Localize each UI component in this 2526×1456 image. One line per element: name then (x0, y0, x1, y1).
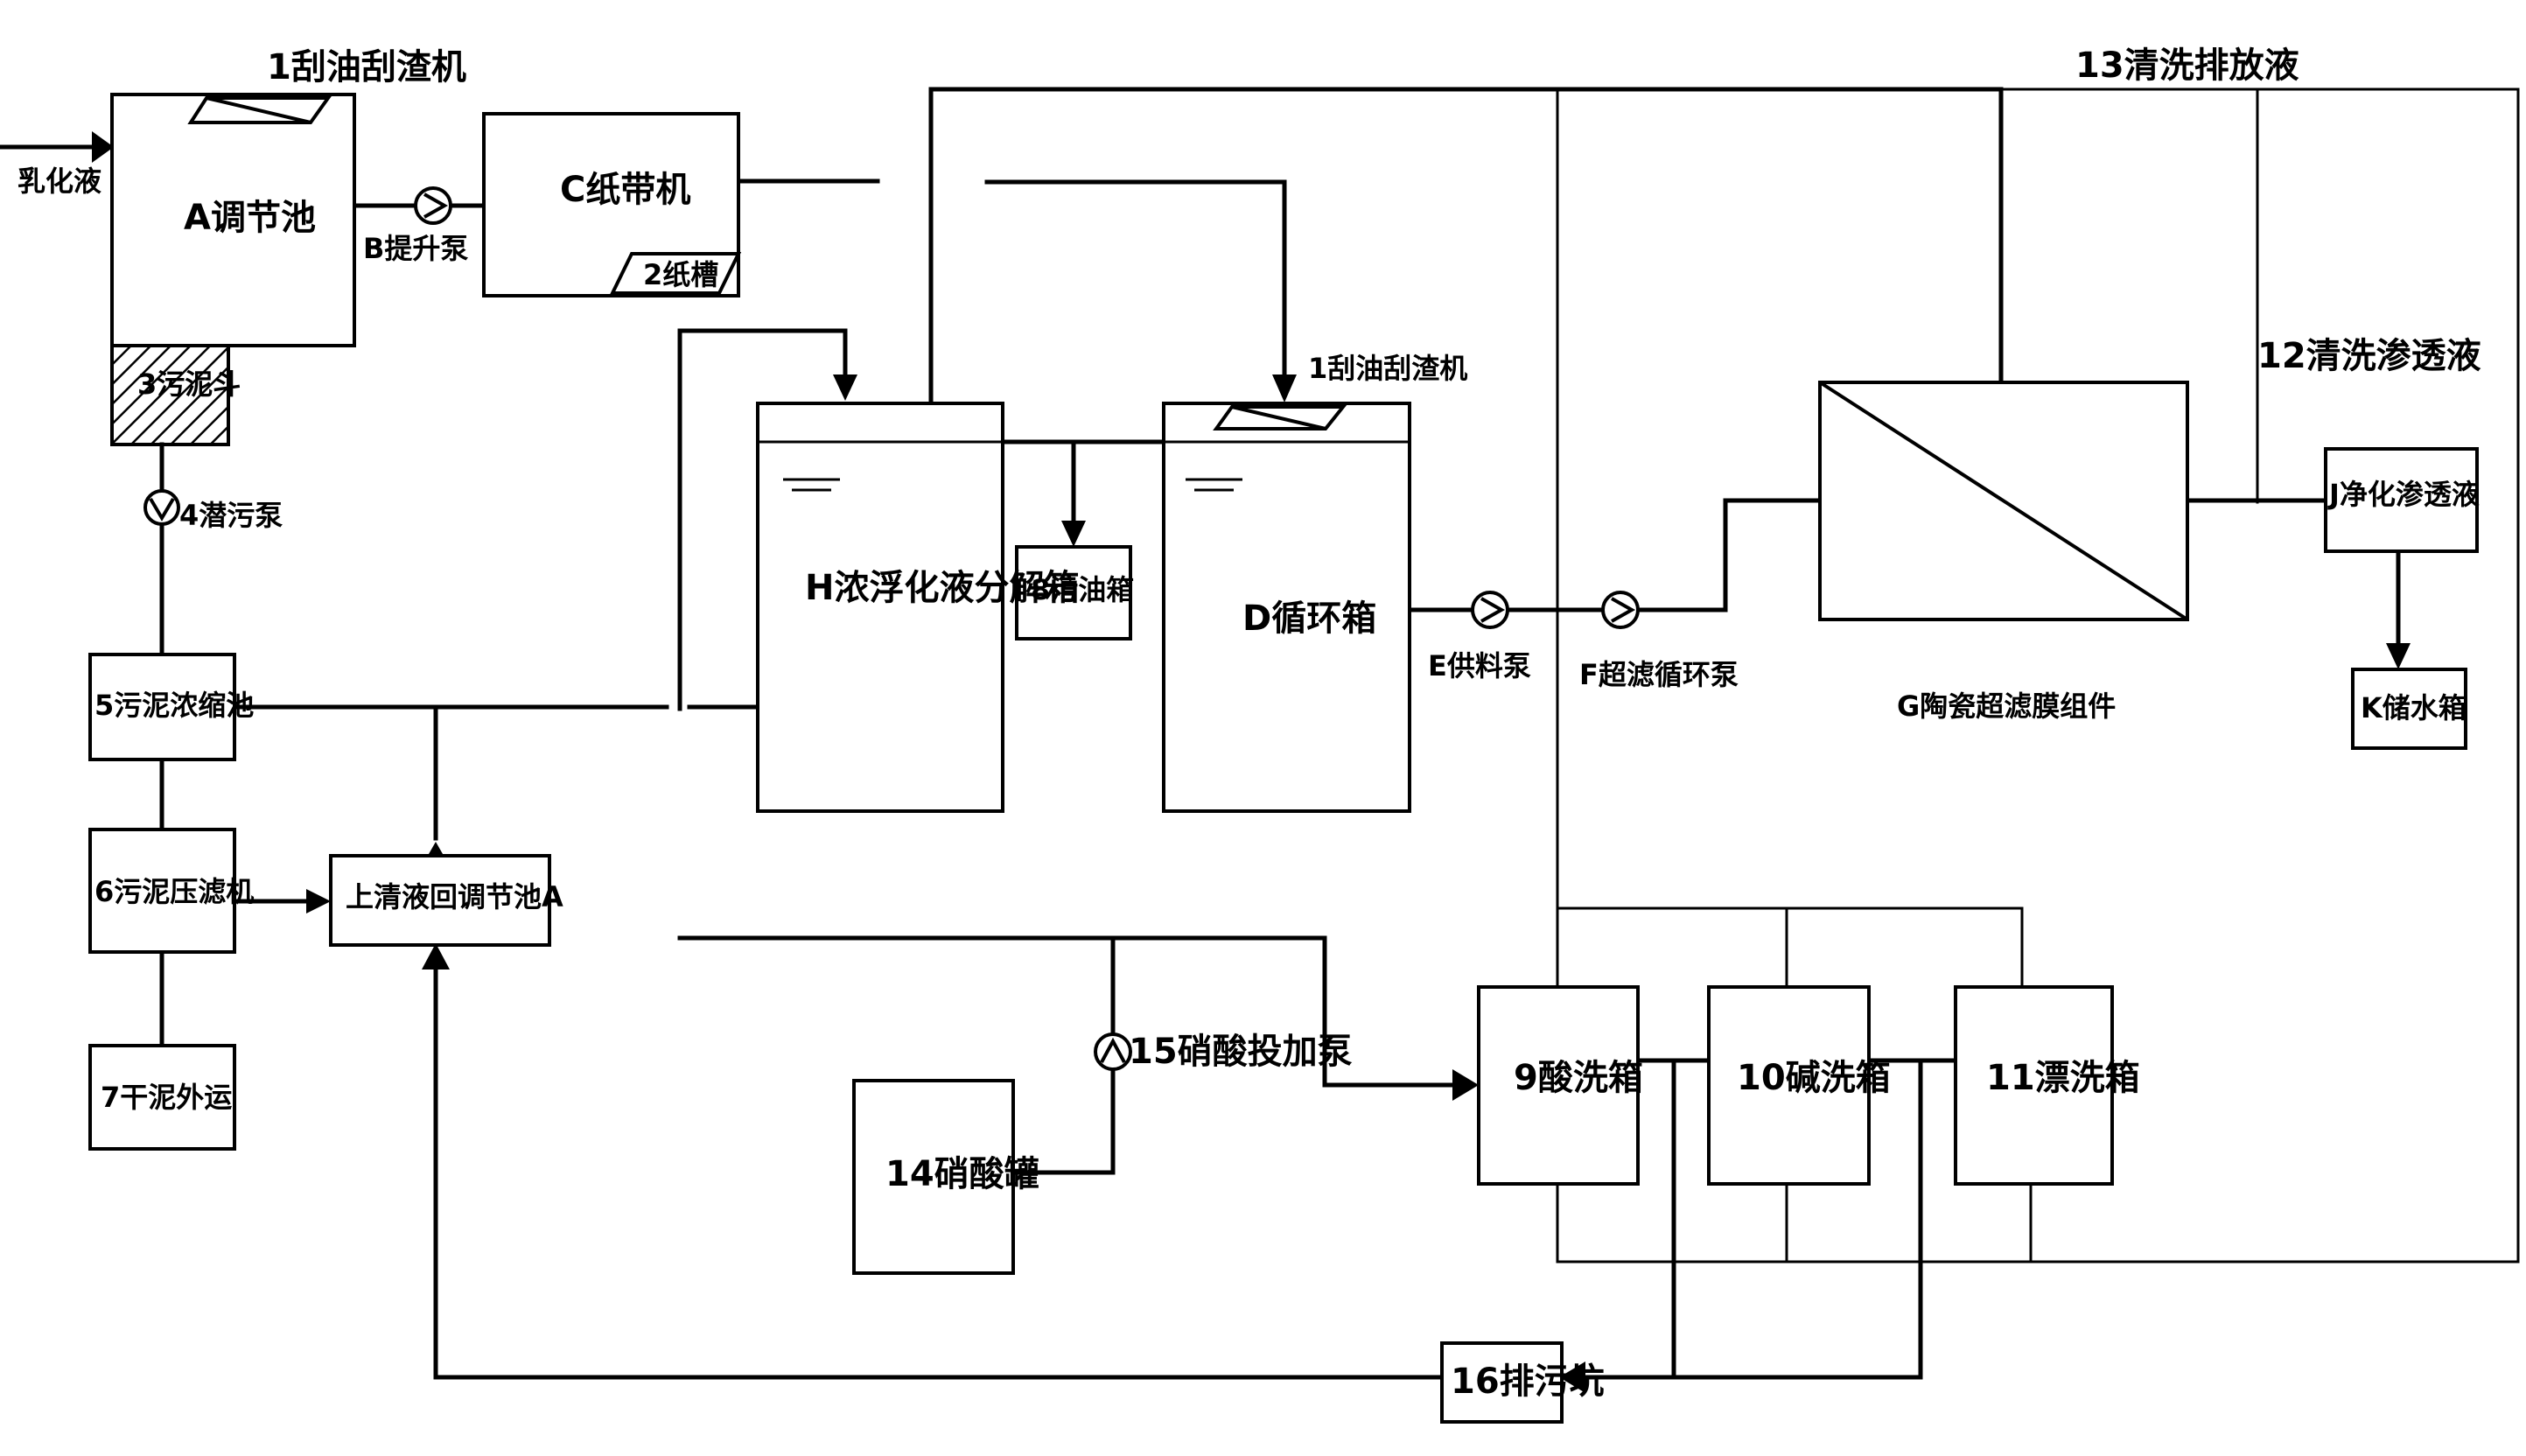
supernatant-label: 上清液回调节池A (346, 880, 563, 914)
oil-tank-8 (1015, 545, 1132, 640)
arrow-to-acid (1452, 1069, 1479, 1101)
skimmer-label: 1刮油刮渣机 (267, 47, 466, 88)
input-label: 乳化液 (17, 164, 101, 198)
pipe-drain-return (433, 960, 1445, 1380)
thickener-5 (88, 653, 236, 761)
drain-16-label: 16排污坑 (1451, 1362, 1605, 1402)
skimmer-d-label: 1刮油刮渣机 (1308, 352, 1467, 385)
pipe-h-top (928, 87, 2004, 406)
tank-a-label: A调节池 (184, 198, 316, 238)
pipe-f-g (1635, 498, 1823, 612)
pipe-to-h (677, 328, 848, 711)
tank-k (2351, 668, 2467, 750)
nitric-14-label: 14硝酸罐 (885, 1154, 1039, 1194)
pump-e-label: E供料泵 (1428, 649, 1531, 682)
tank-h-label: H浓浮化液分解箱 (805, 568, 1079, 608)
arrow-to-d (1272, 374, 1297, 402)
pipe-clean-right (1930, 88, 2520, 1264)
tank-j (2324, 447, 2479, 553)
press-6-label: 6污泥压滤机 (94, 875, 254, 908)
membrane-diagonal (1818, 381, 2189, 621)
oil-8-label: 8污油箱 (1031, 573, 1134, 606)
permeate-j-label: J净化渗透液 (2327, 478, 2480, 511)
arrow-to-h (833, 374, 857, 401)
pump-15-icon (1094, 1032, 1132, 1071)
dry-7-label: 7干泥外运 (101, 1081, 232, 1114)
labels: 乳化液 1刮油刮渣机 A调节池 B提升泵 C纸带机 2纸槽 3污泥斗 4潜污泵 … (17, 46, 2481, 1402)
drain-16 (1440, 1341, 1564, 1424)
sludge-3-label: 3污泥斗 (137, 368, 241, 401)
paper-c-label: C纸带机 (560, 170, 690, 210)
supernatant-box (329, 854, 551, 947)
pipe-lines (0, 87, 2520, 1380)
pump-f-label: F超滤循环泵 (1579, 658, 1739, 691)
membrane-g-label: G陶瓷超滤膜组件 (1897, 690, 2116, 723)
pumps (143, 186, 1640, 1071)
pump-b-icon (414, 186, 452, 225)
acid-9-label: 9酸洗箱 (1514, 1058, 1643, 1098)
pump-e-icon (1471, 591, 1509, 629)
arrow-press-to-super (306, 889, 331, 914)
tank-d-label: D循环箱 (1242, 598, 1376, 639)
pump-f-icon (1601, 591, 1640, 629)
acid-9 (1477, 985, 1640, 1186)
pump-4-label: 4潜污泵 (179, 499, 283, 532)
press-6 (88, 828, 236, 954)
alkali-10-label: 10碱洗箱 (1737, 1058, 1891, 1098)
arrow-inlet (92, 131, 114, 163)
arrow-to-k (2386, 643, 2411, 669)
tank-d (1162, 402, 1411, 813)
pump-15-label: 15硝酸投加泵 (1129, 1032, 1353, 1072)
storage-k-label: K储水箱 (2361, 691, 2467, 724)
arrow-oil (1061, 521, 1086, 547)
sludge-hopper-3 (110, 344, 230, 446)
rinse-11 (1954, 985, 2114, 1186)
nitric-14 (852, 1079, 1015, 1275)
paper-slot-label: 2纸槽 (643, 258, 718, 291)
tank-a (110, 93, 356, 347)
pump-4-icon (143, 489, 180, 526)
pipe-acid-feed (677, 935, 1455, 1088)
alkali-10 (1707, 985, 1871, 1186)
pipe-to-d (984, 179, 1287, 395)
thickener-5-label: 5污泥浓缩池 (94, 689, 254, 722)
paper-slot-2 (609, 252, 742, 295)
tank-h (756, 402, 1004, 813)
arrow-to-drain (1559, 1362, 1585, 1393)
pump-b-label: B提升泵 (363, 232, 468, 265)
rinse-11-label: 11漂洗箱 (1986, 1058, 2140, 1098)
clean-12-label: 12清洗渗透液 (2257, 336, 2481, 376)
arrow-drain-up (422, 943, 450, 970)
clean-13-label: 13清洗排放液 (2075, 46, 2299, 86)
dry-7 (88, 1044, 236, 1151)
